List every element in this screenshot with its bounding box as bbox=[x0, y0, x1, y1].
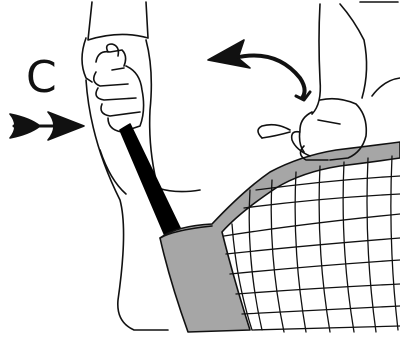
right-arm bbox=[312, 2, 400, 114]
rim-loop bbox=[258, 125, 290, 138]
push-arrow-icon bbox=[10, 112, 84, 140]
left-hand-icon bbox=[94, 44, 144, 132]
rotation-arrow-icon bbox=[208, 40, 310, 100]
net-mesh bbox=[224, 156, 400, 332]
step-label: C bbox=[26, 56, 57, 100]
net-rim-band bbox=[160, 142, 400, 332]
